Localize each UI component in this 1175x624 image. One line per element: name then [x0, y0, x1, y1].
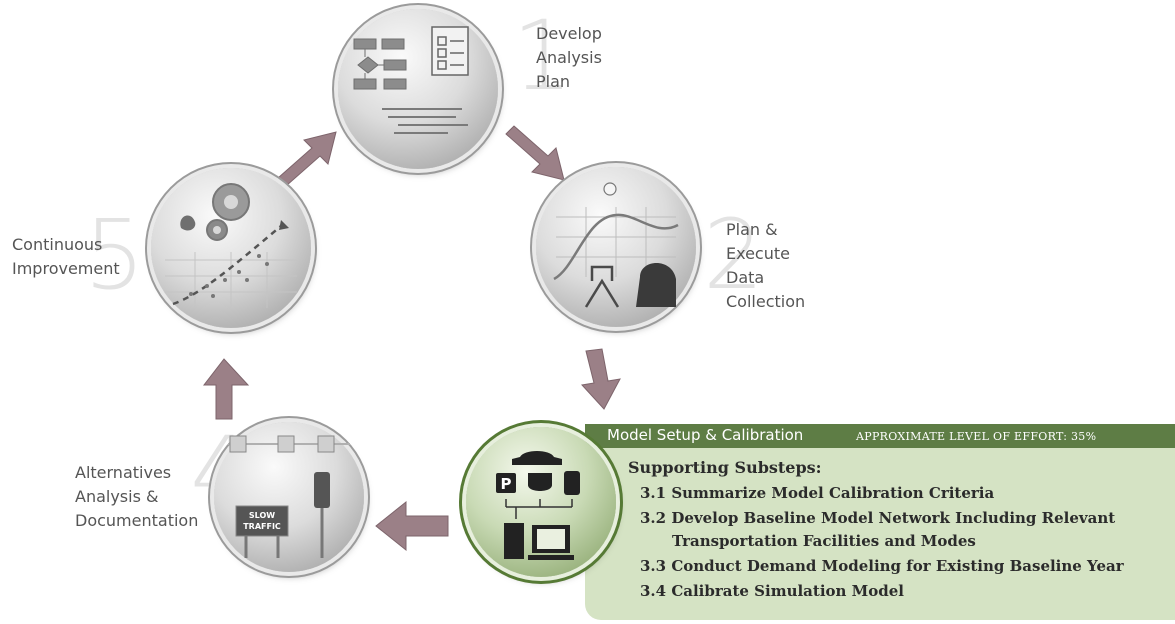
step-5-circle [151, 168, 311, 328]
traffic-light-icon [314, 472, 330, 508]
step-1-number: 1 [512, 0, 574, 112]
arrow-4-to-5-icon [202, 358, 250, 420]
lightbulb-icon [603, 182, 617, 196]
arrow-5-to-1-icon [277, 131, 337, 187]
substep-item: 3.1 Summarize Model Calibration Criteria [640, 484, 995, 502]
svg-text:TRAFFIC: TRAFFIC [243, 522, 281, 531]
arrow-3-to-4-icon [375, 500, 449, 552]
model-inputs-icon: P [496, 451, 580, 560]
svg-text:SLOW: SLOW [249, 511, 275, 520]
traffic-signal-icon [564, 471, 580, 495]
substeps-panel [585, 448, 1175, 620]
step-4-circle: SLOW TRAFFIC [214, 422, 364, 572]
slow-traffic-sign-icon [235, 505, 289, 537]
step-1-circle [338, 9, 498, 169]
computer-tower-icon [504, 523, 524, 559]
arrow-2-to-3-icon [581, 348, 621, 410]
gears-trend-icon [165, 183, 297, 308]
substep-item: Transportation Facilities and Modes [672, 532, 976, 550]
step-3-title: Model Setup & Calibration [607, 426, 804, 444]
step-5-number: 5 [84, 199, 146, 311]
step-2-circle [536, 167, 696, 327]
step-2-number: 2 [703, 199, 765, 311]
parking-icon: P [501, 475, 512, 493]
step-3-header-bar [585, 424, 1175, 448]
arrow-1-to-2-icon [505, 125, 565, 181]
effort-label: APPROXIMATE LEVEL OF EFFORT: 35% [856, 430, 1097, 443]
road-signs-icon: SLOW TRAFFIC [228, 435, 350, 558]
step-3-circle: P [466, 427, 616, 577]
substep-item: 3.4 Calibrate Simulation Model [640, 582, 905, 600]
substep-item: 3.3 Conduct Demand Modeling for Existing… [640, 557, 1124, 575]
substep-item: 3.2 Develop Baseline Model Network Inclu… [640, 509, 1116, 527]
substeps-title: Supporting Substeps: [628, 458, 822, 477]
flowchart-checklist-icon [353, 26, 469, 134]
surveyor-data-icon [553, 182, 679, 308]
